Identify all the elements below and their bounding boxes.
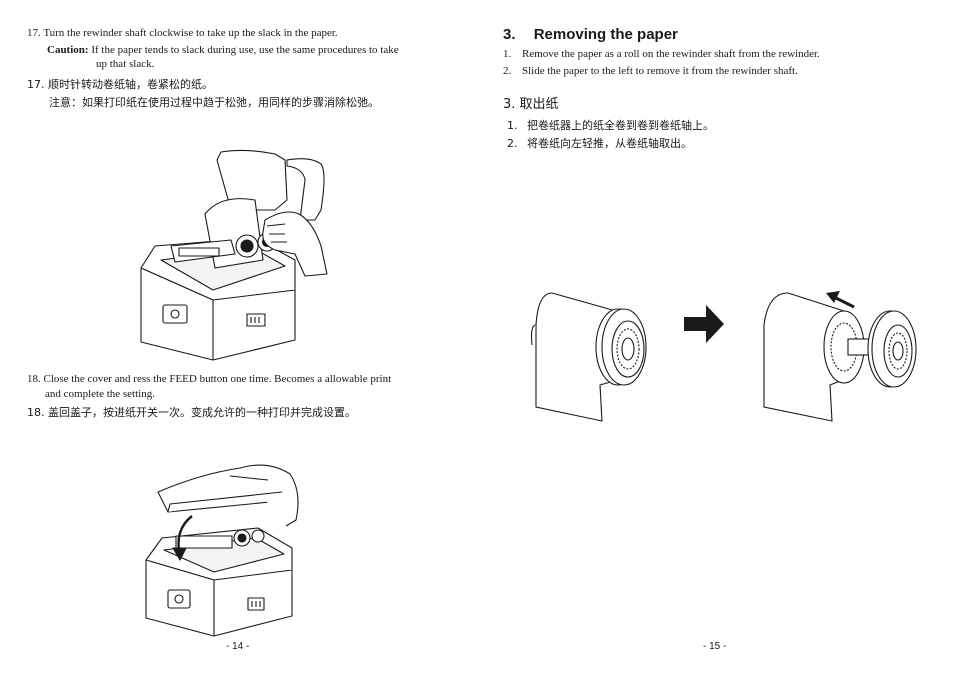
page-number-right: - 15 -	[703, 641, 727, 652]
zh-list-item-text: 将卷纸向左轻推，从卷纸轴取出。	[527, 137, 692, 150]
paper-roll-on-shaft-illustration	[530, 292, 647, 422]
list-item: 2. Slide the paper to the left to remove…	[503, 64, 798, 78]
list-item-number: 2.	[503, 65, 512, 77]
step18-zh-number: 18.	[27, 406, 45, 419]
zh-list-item-text: 把卷纸器上的纸全卷到卷到卷纸轴上。	[527, 119, 714, 132]
step18-text: Close the cover and ress the FEED button…	[43, 373, 392, 385]
right-arrow-icon	[684, 305, 724, 343]
step18-number: 18.	[27, 373, 41, 385]
step17-zh-caution: 注意：如果打印纸在使用过程中趋于松弛，用同样的步骤消除松弛。	[49, 96, 379, 109]
section-heading: 3. Removing the paper	[503, 26, 678, 43]
step18-line1: 18. Close the cover and ress the FEED bu…	[27, 372, 391, 386]
zh-list-item-number: 2.	[507, 137, 518, 150]
list-item: 1. Remove the paper as a roll on the rew…	[503, 47, 820, 61]
step17-text: Turn the rewinder shaft clockwise to tak…	[43, 27, 338, 39]
zh-list-item-number: 1.	[507, 119, 518, 132]
list-item-text: Slide the paper to the left to remove it…	[522, 65, 798, 77]
step18-zh-text: 盖回盖子，按进纸开关一次。变成允许的一种打印并完成设置。	[48, 406, 356, 419]
step18-zh: 18. 盖回盖子，按进纸开关一次。变成允许的一种打印并完成设置。	[27, 405, 356, 420]
zh-list-item: 2. 将卷纸向左轻推，从卷纸轴取出。	[507, 136, 692, 151]
caution-label: Caution:	[47, 44, 89, 56]
section-number: 3.	[503, 26, 516, 43]
step17-zh-number: 17.	[27, 78, 45, 91]
caution-text-2: up that slack.	[96, 58, 155, 70]
step17-line: 17. Turn the rewinder shaft clockwise to…	[27, 26, 338, 40]
step17-zh-text: 顺时针转动卷纸轴，卷紧松的纸。	[48, 78, 213, 91]
zh-section-title: 3. 取出纸	[503, 97, 559, 112]
printer-close-cover-illustration	[145, 464, 299, 637]
paper-roll-slide-off-illustration	[763, 291, 917, 422]
step17-number: 17.	[27, 27, 41, 39]
step17-zh: 17. 顺时针转动卷纸轴，卷紧松的纸。	[27, 77, 213, 92]
printer-rewind-illustration	[140, 149, 328, 361]
step18-line2: and complete the setting.	[45, 388, 155, 400]
caution-line1: Caution: If the paper tends to slack dur…	[47, 43, 399, 57]
page-number-left: - 14 -	[226, 641, 250, 652]
zh-list-item: 1. 把卷纸器上的纸全卷到卷到卷纸轴上。	[507, 118, 714, 133]
caution-text-1: If the paper tends to slack during use, …	[91, 44, 399, 56]
list-item-text: Remove the paper as a roll on the rewind…	[522, 48, 820, 60]
section-title: Removing the paper	[533, 26, 678, 43]
list-item-number: 1.	[503, 48, 512, 60]
